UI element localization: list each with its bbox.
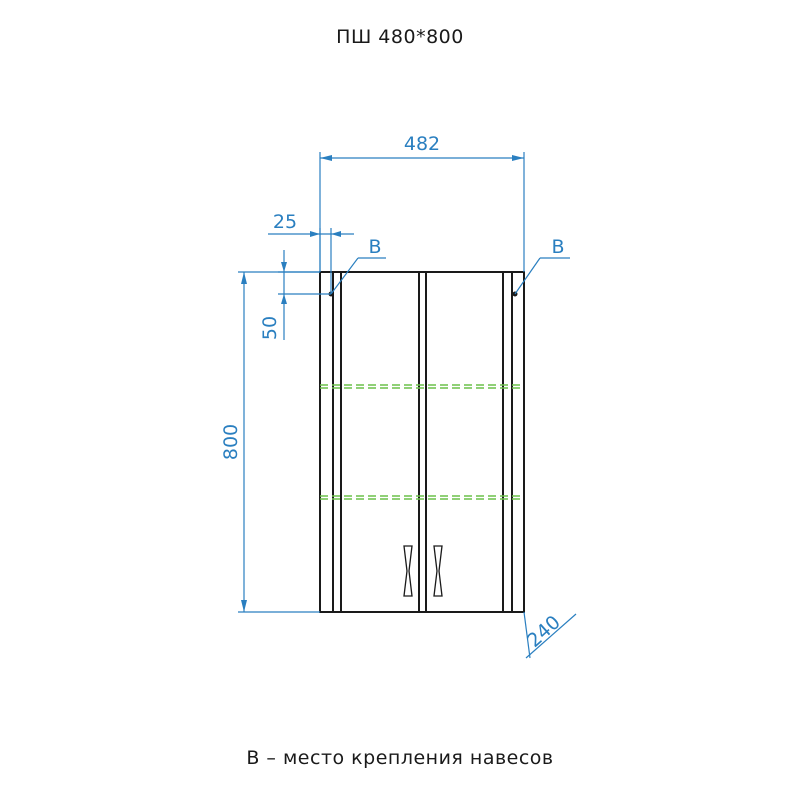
width-label: 482 bbox=[404, 133, 440, 155]
marker-leader-left bbox=[330, 257, 359, 295]
cabinet-body bbox=[319, 271, 525, 613]
shelves bbox=[320, 384, 524, 500]
handle-left bbox=[403, 545, 413, 597]
offset50-label: 50 bbox=[259, 316, 281, 340]
offset25-arrow-right bbox=[331, 231, 341, 237]
height-arrow-bottom bbox=[241, 600, 247, 612]
depth-label: 240 bbox=[523, 611, 565, 652]
height-arrow-top bbox=[241, 272, 247, 284]
width-arrow-left bbox=[320, 155, 332, 161]
marker-label-right: B bbox=[551, 236, 564, 258]
drawing-title: ПШ 480*800 bbox=[336, 26, 464, 48]
dimension-lines bbox=[238, 152, 577, 659]
height-label: 800 bbox=[220, 424, 242, 460]
legend-note: B – место крепления навесов bbox=[246, 747, 554, 769]
cabinet-outline bbox=[319, 271, 525, 613]
handle-right bbox=[433, 545, 443, 597]
marker-label-left: B bbox=[368, 236, 381, 258]
offset50-arrow-bottom bbox=[281, 294, 287, 304]
depth-leader bbox=[523, 611, 531, 659]
width-arrow-right bbox=[512, 155, 524, 161]
offset50-arrow-top bbox=[281, 262, 287, 272]
depth-dimension-line bbox=[525, 613, 577, 659]
offset25-arrow-left bbox=[310, 231, 320, 237]
offset25-label: 25 bbox=[273, 211, 297, 233]
marker-leader-right bbox=[514, 257, 541, 295]
